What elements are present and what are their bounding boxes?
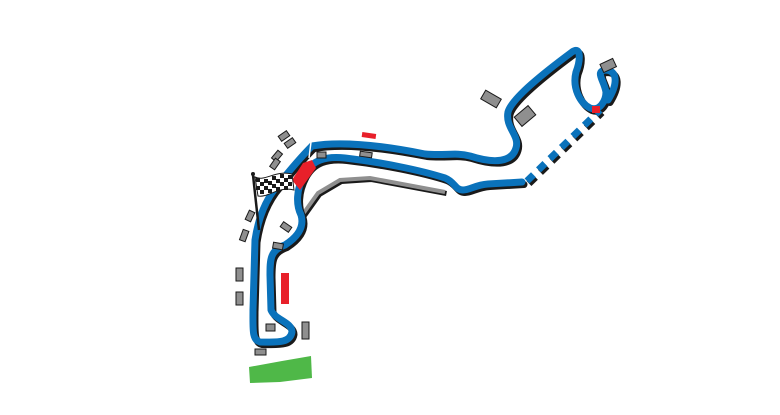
barrier xyxy=(359,150,373,159)
track xyxy=(249,46,619,346)
kerb xyxy=(281,273,289,304)
barrier xyxy=(480,89,502,109)
track-section-main xyxy=(249,142,526,346)
barrier xyxy=(271,241,285,251)
kerbs xyxy=(281,106,600,304)
track-section-top xyxy=(308,46,619,165)
barriers xyxy=(235,57,618,356)
barrier xyxy=(599,57,618,74)
barrier xyxy=(235,291,244,306)
kerb xyxy=(592,106,600,113)
start-line xyxy=(308,141,312,159)
barrier xyxy=(265,323,276,332)
barrier xyxy=(279,220,293,234)
kerb xyxy=(292,160,316,190)
track-shadow xyxy=(251,49,621,349)
barrier xyxy=(513,104,537,128)
inner-wall xyxy=(302,176,447,217)
barrier xyxy=(316,151,327,159)
checkered-flag-icon xyxy=(251,172,295,231)
barrier xyxy=(244,209,256,223)
barrier xyxy=(235,267,244,282)
inner-wall-top xyxy=(301,175,446,216)
grass-area xyxy=(249,356,312,383)
barrier xyxy=(301,321,310,340)
barrier xyxy=(238,228,250,243)
barrier xyxy=(254,348,267,356)
tunnel-section xyxy=(524,107,603,184)
barrier xyxy=(268,157,282,171)
barrier xyxy=(277,129,291,143)
barrier xyxy=(283,136,297,150)
kerb xyxy=(361,132,377,139)
